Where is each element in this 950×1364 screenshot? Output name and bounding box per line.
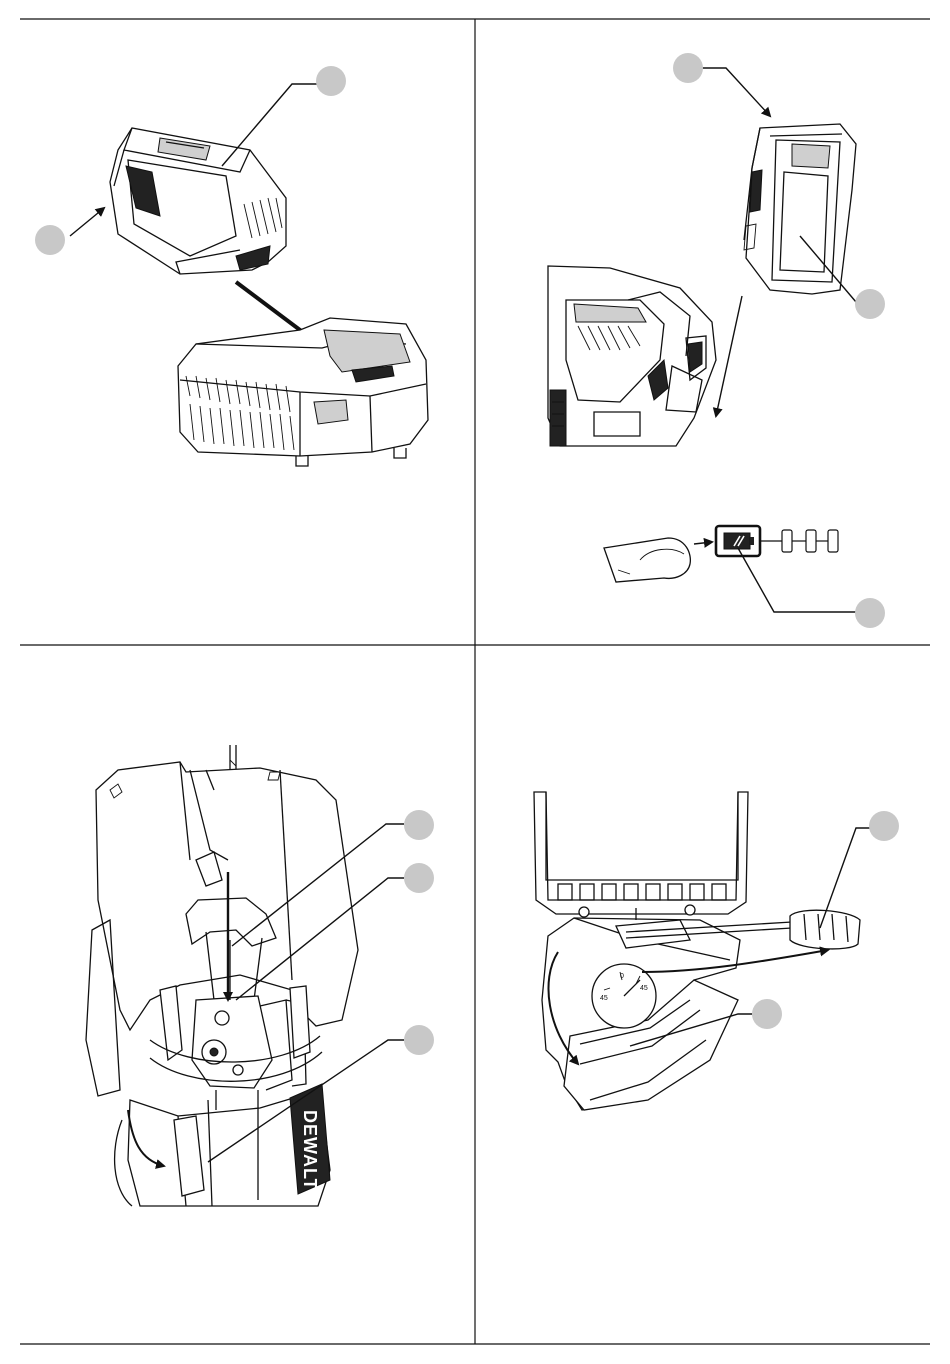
- gauge-led: [806, 530, 816, 552]
- jigsaw-body-rear: [534, 792, 748, 917]
- callout-marker: [35, 225, 65, 255]
- figure-battery-charger: [35, 66, 428, 466]
- figure-fuel-gauge: [604, 526, 885, 628]
- dial-mark-right: 45: [640, 985, 648, 992]
- figure-battery-into-tool: [548, 53, 885, 446]
- charger-illustration: [178, 318, 428, 466]
- battery-pack-illustration: [110, 128, 286, 274]
- dial-mark-left: 45: [600, 995, 608, 1002]
- jigsaw-shoe-tilted: 45 0 45: [542, 908, 740, 1110]
- callout-marker: [673, 53, 703, 83]
- callout-marker: [316, 66, 346, 96]
- figure-bevel-adjust: 45 0 45: [534, 792, 899, 1110]
- callout-marker: [855, 289, 885, 319]
- gauge-led: [782, 530, 792, 552]
- callout-marker: [869, 811, 899, 841]
- callout-marker: [404, 1025, 434, 1055]
- callout-marker: [752, 999, 782, 1029]
- finger-illustration: [604, 538, 690, 582]
- brand-text: DEWALT: [300, 1110, 320, 1191]
- figure-blade-clamp: DEWALT: [86, 745, 434, 1206]
- callout-marker: [404, 863, 434, 893]
- callout-marker: [855, 598, 885, 628]
- callout-marker: [404, 810, 434, 840]
- dial-mark-center: 0: [620, 973, 624, 980]
- gauge-led: [828, 530, 838, 552]
- jigsaw-handle-illustration: [548, 266, 716, 446]
- battery-pack-upright: [744, 124, 856, 294]
